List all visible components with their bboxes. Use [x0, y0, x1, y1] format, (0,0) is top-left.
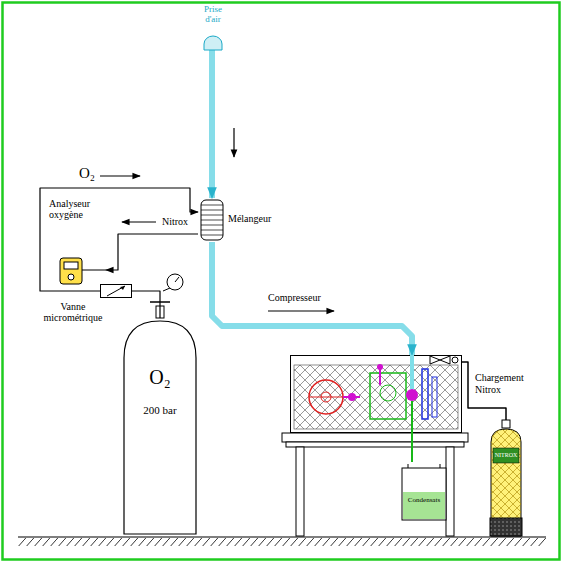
- drawing-part: [201, 205, 223, 235]
- air-pipe: [212, 242, 412, 355]
- drawing-part: [201, 230, 223, 231]
- drawing-part: [101, 285, 132, 298]
- drawing-part: [201, 215, 223, 216]
- drawing-part: [286, 442, 464, 447]
- drawing-part: [309, 380, 343, 414]
- frame: [3, 3, 560, 560]
- drawing-part: [282, 433, 468, 442]
- drawing-part: [502, 420, 510, 428]
- ground-line: [18, 536, 546, 537]
- drawing-part: [124, 321, 196, 534]
- gas-line: [132, 291, 160, 318]
- drawing-part: [446, 447, 454, 536]
- tank-valve: [150, 274, 183, 318]
- node-label: Vanne micrométrique: [40, 301, 106, 323]
- drawing-part: [422, 369, 428, 419]
- drawing-part: [175, 277, 179, 282]
- drawing-part: [411, 401, 413, 433]
- drawing-part: [120, 286, 125, 290]
- drawing-part: [100, 175, 140, 176]
- drawing-part: [406, 389, 418, 401]
- mixer: Mélangeur: [198, 198, 280, 242]
- gas-line: [106, 234, 198, 270]
- micrometric-valve-shape: [100, 284, 132, 298]
- compressor: Compresseur: [290, 355, 462, 433]
- edge-label: Nitrox: [161, 216, 189, 227]
- drawing-part: [167, 274, 183, 290]
- air-pipe: [209, 50, 215, 198]
- oxygen-analyzer: Analyseur oxygène: [46, 196, 106, 286]
- drawing-part: [64, 262, 78, 269]
- nitrox-bottle: Chargement NitroxNITROX: [485, 420, 527, 536]
- edge-label: O₂: [78, 165, 96, 182]
- drawing-part: [204, 36, 222, 50]
- drain-line: [411, 433, 413, 462]
- node-label: Analyseur oxygène: [49, 198, 105, 220]
- drawing-part: [296, 447, 304, 536]
- drawing-part: [452, 357, 458, 363]
- drawing-part: [491, 429, 521, 536]
- gas-line: [40, 188, 198, 291]
- compressor-shape: [290, 355, 462, 433]
- drawing-part: [294, 365, 458, 429]
- drawing-part: [309, 397, 343, 398]
- drawing-part: [380, 385, 396, 401]
- drawing-part: [430, 356, 450, 364]
- drawing-part: [493, 448, 519, 463]
- drawing-part: [60, 258, 82, 284]
- condensate-container: Condensats: [400, 462, 448, 522]
- drawing-part: [233, 128, 234, 157]
- drawing-part: [201, 235, 223, 236]
- drawing-part: [408, 464, 409, 468]
- drawing-part: [201, 225, 223, 226]
- node-label: Chargement Nitrox: [475, 372, 539, 396]
- drawing-part: [440, 464, 441, 468]
- drawing-part: [377, 364, 383, 370]
- drawing-part: [201, 220, 223, 221]
- drawing-part: [163, 288, 170, 291]
- drawing-part: [107, 286, 125, 296]
- node-sublabel: 200 bar: [120, 404, 200, 417]
- air-intake: Prise d'air: [188, 4, 238, 50]
- drawing-part: [490, 518, 522, 536]
- oxygen-cylinder: O₂ 200 bar: [120, 318, 200, 536]
- drawing-part: [410, 355, 414, 389]
- drawing-part: [68, 274, 74, 280]
- drawing-part: [268, 310, 334, 311]
- drawing-part: [491, 429, 521, 536]
- drawing-part: [201, 210, 223, 211]
- table: [282, 433, 468, 536]
- drawing-part: [82, 270, 106, 271]
- drawing-part: [291, 356, 462, 433]
- drawing-part: [348, 393, 356, 401]
- ground-hatch: [18, 538, 546, 546]
- node-label: Mélangeur: [228, 213, 271, 225]
- drawing-part: [432, 377, 437, 417]
- direction-arrows: [100, 128, 334, 311]
- drawing-part: [201, 205, 223, 206]
- node-sublabel: NITROX: [493, 451, 519, 459]
- condensate-container-shape: [400, 462, 448, 522]
- node-label: Prise d'air: [198, 4, 228, 24]
- drawing-part: [201, 200, 223, 240]
- micrometric-valve: Vanne micrométrique: [100, 284, 132, 298]
- node-label: Compresseur: [268, 292, 321, 304]
- oxygen-cylinder-shape: [120, 318, 200, 536]
- node-label: Condensats: [400, 496, 448, 504]
- nitrox-bottle-shape: [485, 420, 527, 536]
- drawing-part: [122, 221, 156, 222]
- node-label: O₂: [120, 366, 200, 389]
- drawing-part: [370, 373, 406, 419]
- drawing-part: [402, 468, 446, 520]
